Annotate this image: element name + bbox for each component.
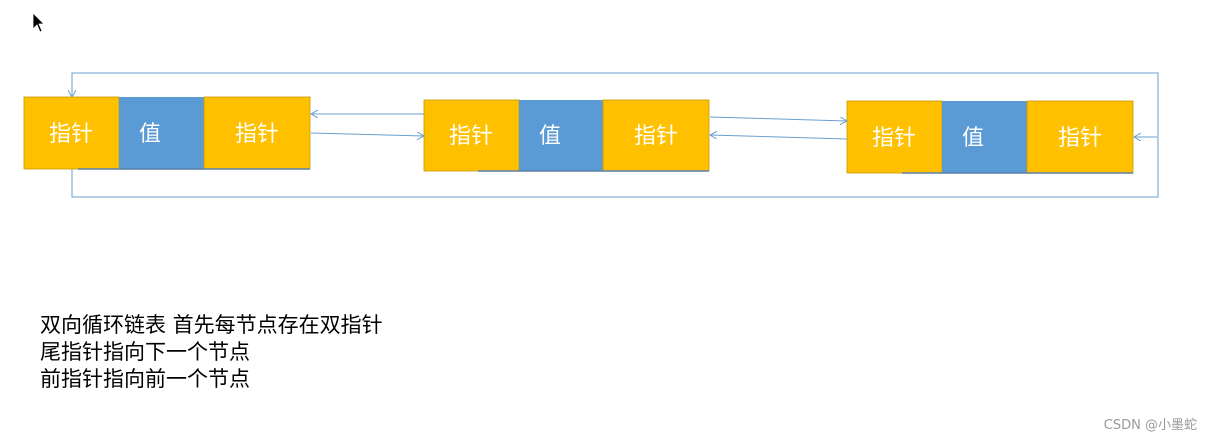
node-1-next-pointer-label: 指针: [235, 122, 279, 147]
node-2-prev-pointer-label: 指针: [449, 124, 493, 149]
node-3-next-pointer-label: 指针: [1058, 126, 1102, 151]
node-3-prev-pointer-label: 指针: [872, 126, 916, 151]
node-2-next-pointer-label: 指针: [634, 124, 678, 149]
arrow-node2-to-node3: [709, 116, 847, 121]
node-2: 指针 值 指针: [423, 99, 710, 172]
node-1: 指针 值 指针: [23, 96, 311, 170]
arrow-node1-to-node2: [310, 133, 424, 136]
node-1-prev-pointer-label: 指针: [49, 122, 93, 147]
circular-link-top: [72, 72, 1159, 136]
node-3-value-label: 值: [962, 126, 984, 151]
watermark: CSDN @小墨蛇: [1103, 418, 1197, 433]
node-2-value-label: 值: [539, 124, 561, 149]
arrow-node3-to-node2: [710, 135, 848, 140]
node-1-value-label: 值: [139, 122, 161, 147]
circular-link-bottom: [71, 137, 1159, 198]
description-notes: 双向循环链表 首先每节点存在双指针 尾指针指向下一个节点 前指针指向前一个节点: [40, 312, 383, 393]
node-3: 指针 值 指针: [846, 100, 1134, 174]
note-line-3: 前指针指向前一个节点: [40, 367, 250, 391]
note-line-2: 尾指针指向下一个节点: [40, 340, 250, 364]
mouse-pointer-icon: [32, 12, 45, 33]
note-line-1: 双向循环链表 首先每节点存在双指针: [40, 313, 383, 337]
